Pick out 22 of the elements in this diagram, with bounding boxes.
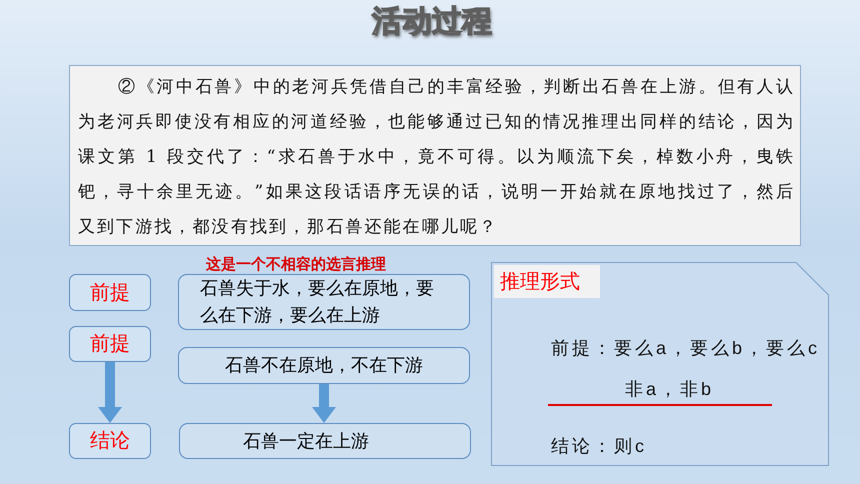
rounded-box bbox=[69, 423, 151, 459]
rounded-box bbox=[178, 347, 470, 384]
statement-text: 石兽不在原地，不在下游 bbox=[225, 354, 423, 377]
statement-text: 石兽一定在上游 bbox=[243, 430, 369, 452]
statement-text: 石兽失于水，要么在原地，要么在下游，要么在上游 bbox=[200, 277, 435, 327]
term-label: 结论 bbox=[90, 431, 130, 451]
term-label: 前提 bbox=[90, 334, 130, 354]
rounded-box bbox=[179, 423, 471, 459]
block-arrow bbox=[312, 384, 336, 423]
rounded-box bbox=[69, 274, 151, 311]
premise-line: 前提：要么a，要么b，要么c bbox=[551, 337, 820, 360]
panel-heading: 推理形式 bbox=[494, 265, 600, 298]
snipped-corner-panel bbox=[491, 262, 829, 466]
block-arrow bbox=[98, 362, 122, 423]
term-label: 前提 bbox=[90, 282, 130, 302]
rounded-box bbox=[178, 274, 470, 330]
premise-line: 非a，非b bbox=[625, 378, 714, 401]
paragraph-text: ②《河中石兽》中的老河兵凭借自己的丰富经验，判断出石兽在上游。但有人认为老河兵即使没有相应的河道经验，也能够通过已知的情况推理出同样的结论，因为课文第 1 段交代了：“求石兽于水中，竟不可得。以为顺流下矣，棹数小舟，曳铁钯，寻十余里无迹。”如果这段话语序无误的话，说明一开始就在原地找过了，然后又到下游找，都没有找到，那石兽还能在哪儿呢？ bbox=[78, 76, 795, 239]
annotation-text: 这是一个不相容的选言推理 bbox=[206, 256, 386, 274]
conclusion-line: 结论：则c bbox=[551, 435, 647, 458]
slide-title: 活动过程 bbox=[372, 4, 492, 40]
rounded-box bbox=[69, 326, 151, 362]
